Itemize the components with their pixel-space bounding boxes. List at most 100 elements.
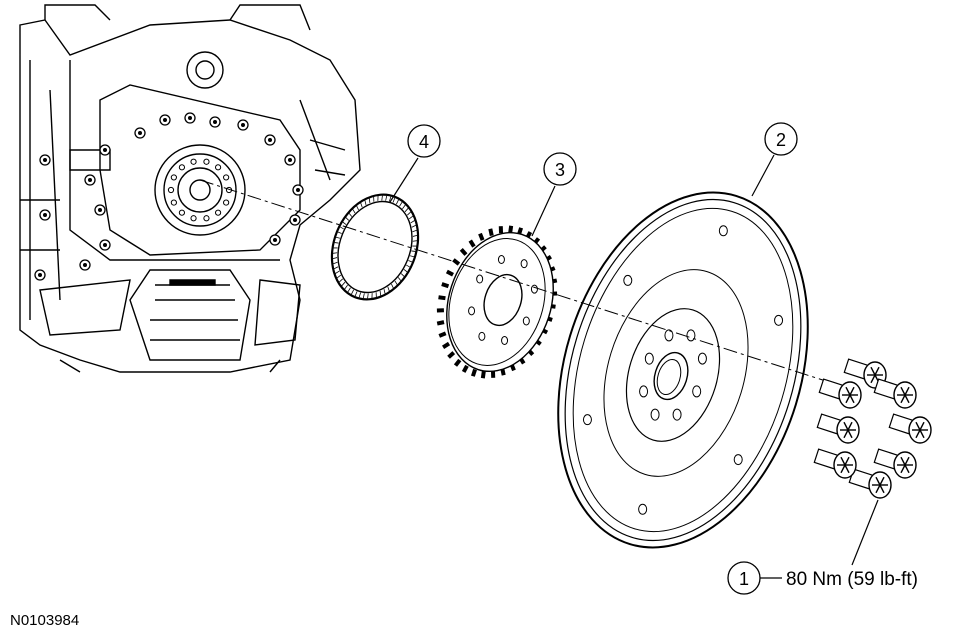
ring-tooth [406,265,409,267]
flexplate-bolt-hole [693,386,701,397]
ring-tooth [411,251,415,252]
callout-3: 3 [544,153,576,185]
flexplate-mount-hole [734,455,742,465]
ring-tooth [333,258,337,259]
engine-bolt-center [38,273,42,277]
callout-number: 2 [776,130,786,150]
ring-tooth [363,293,364,298]
engine-bolt-center [188,116,192,120]
crank-hole [215,165,220,170]
gear-tooth [510,226,511,233]
gear-tooth [442,284,449,286]
flexplate-bolt-icon [814,359,931,498]
ring-tooth [405,208,408,212]
ring-tooth [359,293,360,298]
ring-tooth [336,237,340,238]
callout-4: 4 [408,125,440,157]
ring-tooth [333,253,337,254]
ring-tooth [353,209,355,213]
gear-hole [469,307,475,315]
engine-bolt-center [83,263,87,267]
ring-tooth [413,230,417,232]
ring-tooth [348,288,351,292]
callout-number: 3 [555,160,565,180]
flexplate-bolt-hole [673,409,681,420]
ring-tooth [335,243,339,244]
engine-bolt-center [273,238,277,242]
flexplate-bolt-hole [687,330,695,341]
gear-tooth [480,234,483,240]
gear-tooth [490,229,491,236]
engine-block-icon [20,5,360,372]
ring-tooth [398,277,401,280]
engine-bolt-center [241,123,245,127]
ring-tooth [413,241,417,242]
crankshaft-gear-icon [430,219,571,386]
engine-bolt-center [43,213,47,217]
callout-number: 1 [739,569,749,589]
flexplate-bolt [849,469,891,498]
ring-tooth [408,260,412,261]
gear-tooth [455,360,459,366]
ring-tooth [365,200,366,204]
flexplate-bolt [889,414,931,443]
ring-tooth [345,285,348,289]
crank-hole [171,175,176,180]
gear-tooth [438,297,445,298]
ring-tooth [369,198,370,203]
flexplate-mount-hole [639,504,647,514]
engine-bolt-center [213,120,217,124]
callout-number: 4 [419,132,429,152]
crank-hole [204,216,209,221]
engine-bolt-center [138,131,142,135]
crank-hole [168,187,173,192]
ring-tooth [391,284,393,288]
ring-tooth [349,213,352,216]
flexplate-mount-hole [719,226,727,236]
engine-bolt-center [288,158,292,162]
callout-2: 2 [765,123,797,155]
engine-bolt-center [296,188,300,192]
figure-id-label: N0103984 [10,612,79,629]
ring-tooth [342,282,345,286]
ring-tooth [393,198,395,203]
flexplate-bolt-hole [645,353,653,364]
gear-hole [523,317,529,325]
ring-tooth [386,196,387,201]
flexplate-bolt [819,379,861,408]
crank-hole [204,159,209,164]
gear-tooth [439,333,445,336]
torque-spec-label: 80 Nm (59 lb-ft) [786,569,918,590]
ring-tooth [396,200,398,204]
gear-tooth [443,344,449,348]
ring-tooth [395,281,397,285]
ring-tooth [339,279,342,282]
ring-tooth [351,290,353,294]
crank-hole [191,216,196,221]
engine-bolt-center [103,148,107,152]
crank-hole [215,210,220,215]
ring-tooth [357,206,359,210]
ring-tooth [340,227,343,229]
gear-tooth [437,322,444,323]
ring-tooth [407,212,410,215]
ring-tooth [410,256,414,257]
ring-tooth [343,222,346,224]
ring-tooth [334,267,338,269]
ring-tooth [346,218,349,221]
ring-tooth [404,269,407,271]
engine-bolt-center [88,178,92,182]
ring-tooth [401,274,404,277]
callout-1: 1 [728,562,760,594]
ring-tooth [388,287,390,291]
engine-bolt-center [163,118,167,122]
crank-hole [191,159,196,164]
ring-tooth [412,225,416,227]
gear-tooth [449,353,454,358]
gear-tooth [483,371,484,378]
gear-tooth [447,271,453,274]
ring-tooth [368,293,369,298]
flexplate-bolt [874,379,916,408]
ring-tooth [355,292,357,297]
